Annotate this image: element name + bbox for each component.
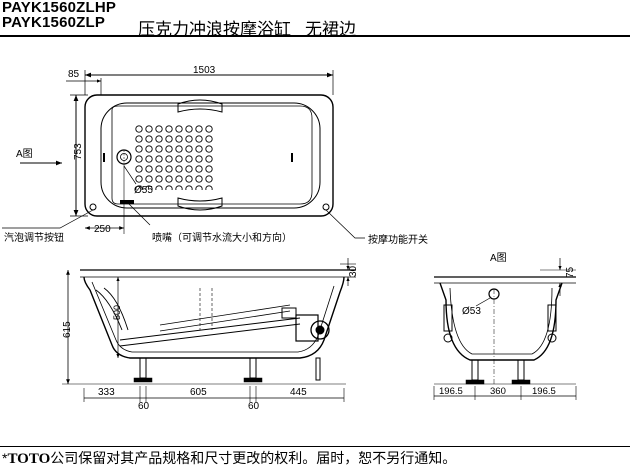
massage-switch-icon bbox=[322, 203, 330, 211]
callout-nozzle: 喷嘴（可调节水流大小和方向） bbox=[152, 231, 292, 244]
model-number-1: PAYK1560ZLHP bbox=[2, 0, 117, 16]
brand-logo: TOTO bbox=[7, 451, 51, 467]
end-foot-right bbox=[511, 379, 531, 385]
dim-label-inner: 500 bbox=[112, 305, 122, 320]
handle-bottom bbox=[177, 197, 223, 211]
end-view bbox=[433, 258, 577, 400]
end-foot-left bbox=[465, 379, 485, 385]
valve-box bbox=[281, 307, 297, 319]
product-name: 压克力冲浪按摩浴缸无裙边 bbox=[138, 15, 356, 40]
dim-label-left: 85 bbox=[68, 69, 80, 80]
product-variant: 无裙边 bbox=[305, 20, 356, 39]
dim-label-bottom-1: 333 bbox=[98, 387, 115, 398]
end-pipe-right bbox=[547, 304, 557, 332]
support-leg-2 bbox=[249, 357, 257, 379]
leader-nozzle bbox=[127, 202, 151, 226]
end-drain-diameter-label: Ø53 bbox=[462, 306, 481, 317]
tub-inner-rim bbox=[100, 102, 321, 209]
dim-label-bottom-3: 605 bbox=[190, 387, 207, 398]
callout-air-button: 汽泡调节按钮 bbox=[4, 231, 64, 244]
footer-divider bbox=[0, 446, 630, 447]
anti-slip-pattern bbox=[134, 124, 214, 190]
handle-top bbox=[177, 99, 223, 113]
tub-body-outline bbox=[83, 276, 345, 359]
title-block: PAYK1560ZLHP PAYK1560ZLP bbox=[2, 0, 116, 30]
drain-diameter-label: Ø55 bbox=[134, 185, 153, 196]
tub-outline bbox=[84, 94, 334, 217]
support-leg-1 bbox=[139, 357, 147, 379]
support-foot-2 bbox=[243, 377, 263, 383]
dim-label-rim: 30 bbox=[348, 265, 359, 277]
end-body-outline bbox=[439, 282, 563, 361]
dim-label-length: 1503 bbox=[193, 65, 216, 76]
pump-motor-center-icon bbox=[315, 325, 325, 335]
end-leg-right bbox=[517, 359, 525, 381]
footer-notice: *TOTO公司保留对其产品规格和尺寸更改的权利。届时，恕不另行通知。 bbox=[2, 448, 456, 468]
pump-motor-icon bbox=[310, 320, 330, 340]
dim-label-depth: 615 bbox=[62, 321, 73, 338]
leader-air-button bbox=[2, 209, 94, 229]
dim-label-250: 250 bbox=[94, 224, 111, 235]
pipe-main bbox=[119, 317, 301, 347]
end-body-inner bbox=[449, 287, 553, 355]
dim-label-bottom-4: 60 bbox=[248, 401, 260, 412]
footer-text: 公司保留对其产品规格和尺寸更改的权利。届时，恕不另行通知。 bbox=[50, 450, 457, 466]
leader-switch bbox=[325, 209, 365, 239]
end-dim-label-rim: 75 bbox=[565, 266, 576, 278]
handle-hidden bbox=[199, 288, 213, 330]
dim-label-bottom-5: 445 bbox=[290, 387, 307, 398]
leader-line-drain bbox=[123, 165, 137, 185]
drain-pipe bbox=[315, 357, 321, 381]
support-foot-1 bbox=[133, 377, 153, 383]
end-dim-label-bottom-2: 360 bbox=[490, 386, 506, 397]
leader-end-drain bbox=[475, 297, 491, 307]
pipe-upper bbox=[159, 304, 291, 332]
view-marker-a: A图 bbox=[16, 148, 33, 160]
dim-label-width: 753 bbox=[73, 143, 84, 160]
side-view bbox=[62, 258, 356, 402]
callout-switch: 按摩功能开关 bbox=[368, 233, 428, 246]
tub-basin bbox=[111, 105, 313, 205]
top-view bbox=[2, 70, 365, 239]
nozzle-bottom-icon bbox=[120, 200, 134, 204]
end-fitting-right-icon bbox=[547, 333, 557, 343]
model-number-2: PAYK1560ZLP bbox=[2, 14, 106, 31]
end-view-title: A图 bbox=[490, 252, 507, 264]
air-button-icon bbox=[89, 203, 97, 211]
end-dim-label-bottom-1: 196.5 bbox=[439, 386, 463, 397]
footer-mark: * bbox=[2, 450, 8, 466]
end-dim-label-bottom-3: 196.5 bbox=[532, 386, 556, 397]
product-name-text: 压克力冲浪按摩浴缸 bbox=[138, 20, 291, 39]
end-pipe-left bbox=[443, 304, 453, 332]
end-leg-left bbox=[471, 359, 479, 381]
header-divider bbox=[0, 35, 630, 37]
dim-label-bottom-2: 60 bbox=[138, 401, 150, 412]
end-fitting-left-icon bbox=[443, 333, 453, 343]
